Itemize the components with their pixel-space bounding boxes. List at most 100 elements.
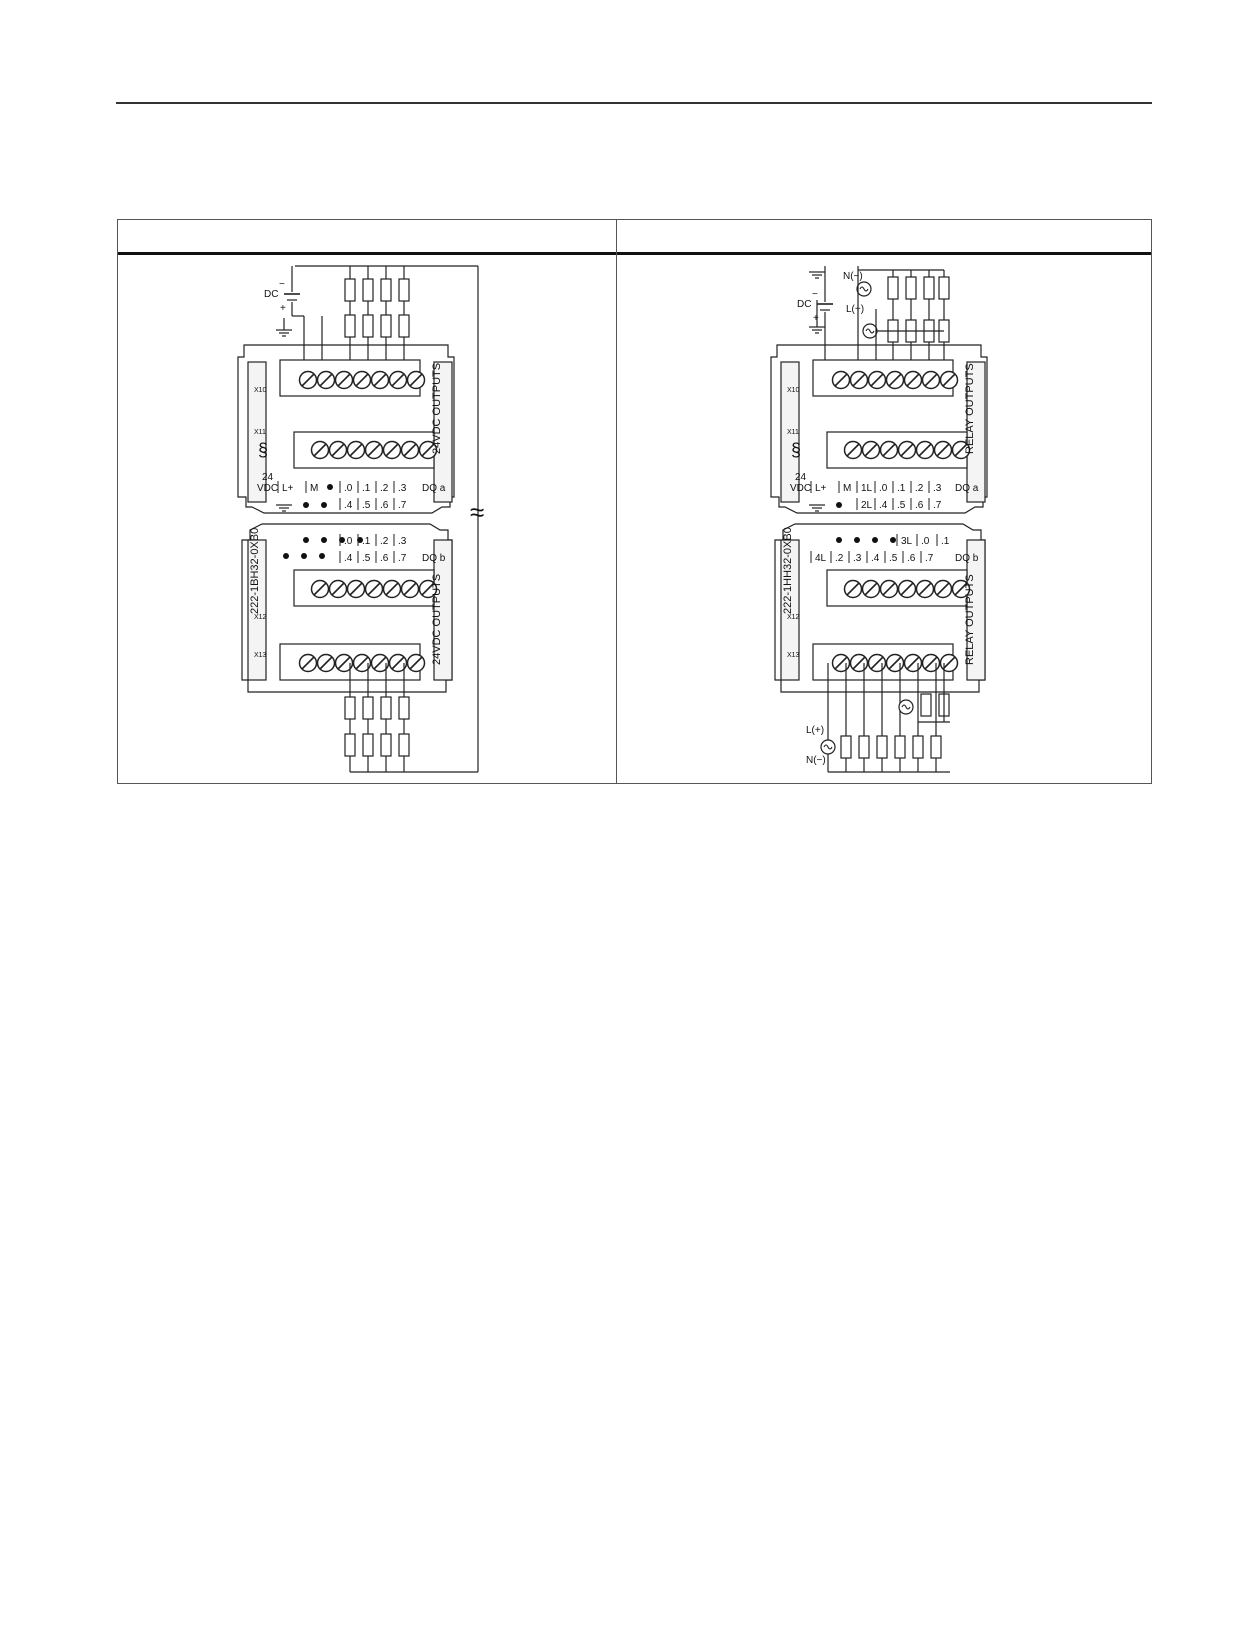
screw-slot (337, 373, 351, 387)
terminal-label-row1: .0 (344, 483, 353, 494)
terminal-label-row4: .2 (835, 553, 844, 564)
terminal-label-row1: .1 (897, 483, 906, 494)
terminal-label-row1: .0 (879, 483, 888, 494)
screw-slot (301, 373, 315, 387)
terminal-label-row2: .4 (879, 500, 888, 511)
indicator-dot (836, 502, 842, 508)
screw-slot (882, 443, 896, 457)
terminal-label-row2: .4 (344, 500, 353, 511)
screw-slot (301, 656, 315, 670)
minus-sign: − (812, 289, 818, 300)
terminal-label-row2: .7 (933, 500, 942, 511)
terminal-label-row4: .6 (907, 553, 916, 564)
terminal-label-row4: .7 (925, 553, 934, 564)
rating-label: VDC (257, 483, 278, 494)
module-body (237, 344, 455, 693)
terminal-label-row3: .3 (398, 536, 407, 547)
load-resistor (362, 733, 374, 757)
load-resistor (344, 278, 356, 302)
screw-slot (367, 582, 381, 596)
screw-slot (918, 582, 932, 596)
indicator-dot (321, 502, 327, 508)
load-resistor (858, 735, 870, 759)
screw-slot (942, 373, 956, 387)
terminal-label-row4: .5 (889, 553, 898, 564)
side-label-top: 24VDC OUTPUTS (431, 363, 443, 454)
indicator-dot (854, 537, 860, 543)
load-resistor (923, 276, 935, 300)
load-resistor (344, 696, 356, 720)
screw-slot (936, 582, 950, 596)
terminal-label-row2: .6 (380, 500, 389, 511)
screw-slot (319, 373, 333, 387)
load-resistor (362, 278, 374, 302)
order-number: 222-1BH32-0XB0 (249, 528, 261, 614)
rating-label: 24 (262, 472, 274, 483)
screw-slot (319, 656, 333, 670)
screw-slot (906, 656, 920, 670)
terminal-label-row4: .6 (380, 553, 389, 564)
terminal-label-row1: .2 (380, 483, 389, 494)
indicator-dot (301, 553, 307, 559)
screw-slot (924, 373, 938, 387)
group-label-dq-a: DQ a (422, 483, 446, 494)
screw-slot (846, 443, 860, 457)
screw-slot (391, 656, 405, 670)
indicator-dot (283, 553, 289, 559)
terminal-label-row4: .5 (362, 553, 371, 564)
screw-slot (349, 582, 363, 596)
table-header-rule (118, 252, 1151, 255)
terminal-label-row3: .1 (941, 536, 950, 547)
screw-slot (373, 373, 387, 387)
screw-slot (349, 443, 363, 457)
screw-slot (882, 582, 896, 596)
screw-slot (313, 443, 327, 457)
page-top-rule (116, 102, 1152, 104)
load-resistor (380, 314, 392, 338)
table-column-divider (616, 220, 617, 783)
indicator-dot (319, 553, 325, 559)
terminal-label-row1: M (310, 483, 318, 494)
load-resistor (887, 276, 899, 300)
screw-slot (906, 373, 920, 387)
terminal-label-row1: .2 (915, 483, 924, 494)
connector-label-x13: X13 (254, 652, 267, 659)
plus-sign: + (280, 303, 286, 314)
load-resistor (840, 735, 852, 759)
screw-slot (852, 656, 866, 670)
load-resistor (380, 278, 392, 302)
plus-sign: + (813, 313, 819, 324)
terminal-label-row2: 2L (861, 500, 873, 511)
indicator-dot (890, 537, 896, 543)
ac-wave (823, 744, 833, 750)
screw-slot (331, 582, 345, 596)
screw-slot (391, 373, 405, 387)
load-resistor (362, 314, 374, 338)
screw-slot (888, 373, 902, 387)
screw-slot (331, 443, 345, 457)
neutral-label-top: N(−) (843, 271, 863, 282)
safety-mark-icon: § (791, 440, 801, 460)
load-resistor (938, 276, 950, 300)
side-label-bottom: RELAY OUTPUTS (964, 574, 976, 665)
screw-slot (870, 656, 884, 670)
screw-slot (385, 443, 399, 457)
dc-supply-label: DC (264, 289, 278, 300)
screw-slot (409, 656, 423, 670)
screw-slot (385, 582, 399, 596)
terminal-label-row4: .7 (398, 553, 407, 564)
screw-slot (355, 373, 369, 387)
screw-slot (954, 443, 968, 457)
load-resistor (398, 278, 410, 302)
screw-slot (421, 582, 435, 596)
screw-slot (942, 656, 956, 670)
screw-slot (367, 443, 381, 457)
indicator-dot (327, 484, 333, 490)
din-rail-right (966, 539, 986, 681)
load-resistor (380, 696, 392, 720)
load-resistor (398, 314, 410, 338)
ac-wave (901, 704, 911, 710)
group-label-dq-a: DQ a (955, 483, 979, 494)
